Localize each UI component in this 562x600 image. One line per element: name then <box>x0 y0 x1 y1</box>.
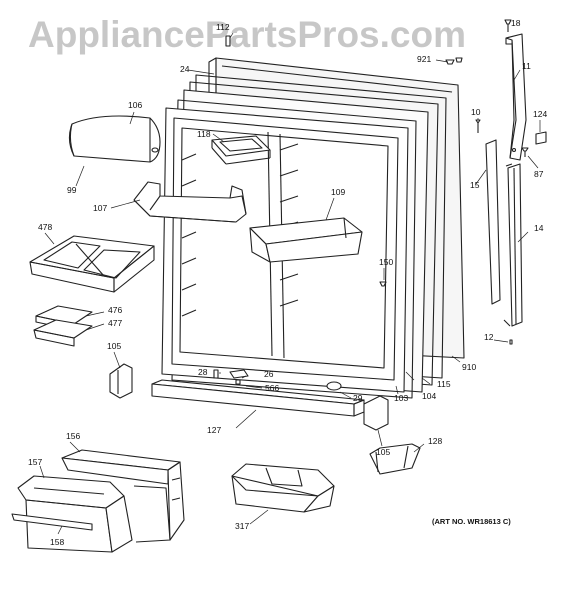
door-handle-14 <box>503 163 523 327</box>
callout-118: 118 <box>197 129 211 139</box>
callout-99: 99 <box>67 185 77 195</box>
watermark: AppliancePartsPros.com <box>28 14 466 55</box>
callout-12: 12 <box>484 332 494 342</box>
small-parts <box>213 369 342 391</box>
leader-lines <box>39 27 541 535</box>
door-bin-107 <box>133 181 247 223</box>
callout-566: 566 <box>265 383 280 393</box>
callout-29: 29 <box>353 393 363 403</box>
callout-317: 317 <box>235 521 250 531</box>
callout-128: 128 <box>428 436 443 446</box>
callout-107: 107 <box>93 203 108 213</box>
callout-87: 87 <box>534 169 544 179</box>
egg-tray-478 <box>29 235 155 293</box>
callout-112: 112 <box>216 22 230 32</box>
callout-476: 476 <box>108 305 123 315</box>
crisper-drawer-157-158 <box>11 475 133 553</box>
hinge-cover-105-right <box>363 395 389 431</box>
crisper-drawer-156 <box>61 449 185 543</box>
art-number: (ART NO. WR18613 C) <box>432 517 511 526</box>
callout-910: 910 <box>462 362 477 372</box>
egg-trays-476-477 <box>33 305 93 347</box>
callout-150: 150 <box>379 257 394 267</box>
callout-10: 10 <box>471 107 481 117</box>
callout-103: 103 <box>394 393 409 403</box>
handle-strip-15 <box>485 139 501 305</box>
door-bin-109 <box>249 217 363 263</box>
screws <box>225 19 547 345</box>
callout-105-left: 105 <box>107 341 122 351</box>
dairy-door-106 <box>68 115 161 163</box>
bin-317 <box>231 463 335 513</box>
callout-115: 115 <box>437 379 451 389</box>
part-128 <box>369 443 421 475</box>
callout-11: 11 <box>522 61 531 71</box>
callout-28: 28 <box>198 367 208 377</box>
callout-158: 158 <box>50 537 65 547</box>
callout-104: 104 <box>422 391 437 401</box>
callout-18: 18 <box>511 18 521 28</box>
callout-24: 24 <box>180 64 190 74</box>
callout-124: 124 <box>533 109 548 119</box>
callout-921: 921 <box>417 54 432 64</box>
callout-14: 14 <box>534 223 544 233</box>
callout-106: 106 <box>128 100 143 110</box>
shelf-rail-127 <box>151 379 365 417</box>
callout-15: 15 <box>470 180 480 190</box>
butter-shelf-118 <box>211 135 271 165</box>
callout-477: 477 <box>108 318 123 328</box>
hinge-cover-105-left <box>109 363 133 399</box>
callout-127: 127 <box>207 425 222 435</box>
callout-105-right: 105 <box>376 447 391 457</box>
door-handle-11 <box>505 33 527 161</box>
callout-109: 109 <box>331 187 346 197</box>
callout-157: 157 <box>28 457 43 467</box>
callout-478: 478 <box>38 222 53 232</box>
callout-26: 26 <box>264 369 274 379</box>
callout-156: 156 <box>66 431 81 441</box>
